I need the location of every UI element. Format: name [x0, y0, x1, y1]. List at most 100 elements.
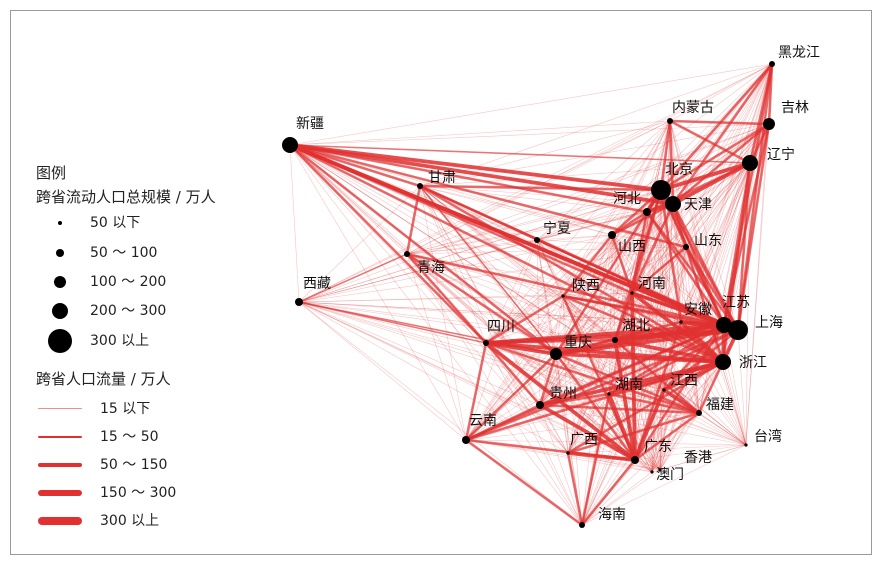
legend-size-label: 100 ～ 200: [90, 274, 167, 290]
flow-edge-thin: [406, 253, 616, 341]
province-label-shanghai: 上海: [755, 315, 783, 331]
legend-flow-title: 跨省人口流量 / 万人: [36, 370, 171, 388]
flow-edge-thin: [651, 412, 700, 473]
flow-edge-shandong-jiangsu: [684, 245, 726, 327]
flow-edge-thin: [659, 389, 665, 471]
province-label-xizang: 西藏: [303, 276, 331, 292]
flow-edge-beijing-shanxi: [610, 188, 663, 237]
flow-edge-gansu-beijing: [418, 184, 663, 192]
province-label-beijing: 北京: [665, 162, 693, 178]
flow-edge-thin: [659, 63, 773, 471]
province-label-henan: 河南: [638, 276, 666, 292]
province-node-henan: [630, 291, 634, 295]
flow-edge-thin: [298, 301, 541, 406]
flow-edge-thin: [567, 162, 751, 454]
flow-edge-jilin-beijing: [659, 122, 771, 192]
flow-edge-thin: [406, 253, 569, 454]
flow-edge-thin: [631, 292, 700, 414]
legend-flow-line: [38, 408, 82, 409]
flow-edge-sichuan-jiangsu: [484, 323, 726, 345]
flow-edge-thin: [298, 211, 648, 303]
province-label-heilongjiang: 黑龙江: [778, 45, 820, 61]
flow-edge-thin: [419, 185, 564, 297]
flow-edge-thin: [419, 162, 751, 187]
flow-edge-thin: [406, 211, 648, 255]
flow-edge-thin: [406, 253, 661, 471]
flow-edge-thin: [485, 342, 583, 526]
flow-edge-thin: [298, 301, 616, 341]
flow-edge-xinjiang-sichuan: [288, 143, 488, 345]
province-label-hubei: 湖北: [622, 318, 650, 334]
flow-edge-hunan-jiangsu: [607, 323, 726, 396]
province-node-gansu: [417, 183, 423, 189]
flow-edge-thin: [634, 459, 661, 471]
flow-edge-chongqing-guizhou: [538, 352, 558, 407]
flow-edge-thin: [406, 203, 674, 255]
flow-edge-thin: [722, 361, 747, 446]
legend-flow-line: [38, 436, 82, 438]
province-node-zhejiang: [715, 354, 731, 370]
flow-edge-guangxi-zhejiang: [566, 360, 725, 455]
legend-size-title: 跨省流动人口总规模 / 万人: [36, 188, 216, 206]
flow-edge-thin: [539, 404, 569, 454]
flow-edge-thin: [298, 301, 610, 395]
legend-flow-item: 300 以上: [36, 510, 266, 532]
flow-edge-thin: [567, 63, 773, 454]
province-node-jilin: [763, 118, 775, 130]
province-node-xizang: [295, 298, 303, 306]
flow-edge-thin: [485, 234, 613, 344]
flow-edge-thin: [289, 144, 661, 471]
flow-edge-thin: [536, 211, 648, 241]
flow-edge-qinghai-chongqing: [405, 252, 558, 356]
flow-edge-thin: [723, 324, 747, 446]
province-label-liaoning: 辽宁: [767, 146, 795, 163]
flow-edge-thin: [406, 253, 636, 461]
province-label-shandong: 山东: [694, 233, 722, 249]
flow-edge-shaanxi-guangdong: [561, 294, 637, 462]
flow-edge-henan-shandong: [630, 245, 688, 295]
province-node-shanxi: [608, 231, 616, 239]
flow-edge-anhui-guangdong: [633, 320, 683, 462]
flow-edge-guizhou-guangdong: [538, 403, 637, 462]
flow-edge-thin: [536, 239, 583, 526]
legend-size-item: 300 以上: [36, 329, 266, 353]
flow-edge-fujian-zhejiang: [697, 360, 725, 415]
legend-flow-item: 15 以下: [36, 398, 266, 420]
flow-edge-hebei-jiangsu: [645, 210, 726, 327]
flow-edge-thin: [536, 234, 613, 241]
province-node-hainan: [579, 522, 585, 528]
flow-edge-thin: [485, 123, 770, 344]
flow-edge-thin: [419, 185, 636, 461]
flow-edge-thin: [562, 292, 633, 297]
flow-edge-jilin-shanghai: [736, 122, 771, 332]
province-node-hebei: [643, 208, 651, 216]
flow-edge-sichuan-fujian: [484, 341, 701, 415]
province-label-guizhou: 贵州: [549, 386, 577, 402]
flow-edge-shandong-zhejiang: [684, 245, 725, 364]
flow-edge-thin: [419, 185, 613, 236]
flow-edge-qinghai-sichuan: [405, 252, 488, 345]
legend-flow-label: 15 ～ 50: [100, 429, 159, 445]
flow-edge-fujian-guangdong: [633, 411, 701, 462]
flow-edge-thin: [567, 189, 662, 454]
flow-edge-thin: [289, 120, 671, 146]
flow-edge-guangxi-hainan: [566, 451, 584, 527]
flow-edge-thin: [737, 329, 747, 446]
province-label-yunnan: 云南: [469, 413, 497, 429]
flow-edge-shaanxi-shanghai: [561, 294, 740, 332]
flow-edge-thin: [419, 120, 671, 187]
legend-flow-item: 15 ～ 50: [36, 426, 266, 448]
legend-flow-label: 300 以上: [100, 513, 160, 529]
flow-edge-thin: [614, 63, 773, 341]
province-node-fujian: [696, 410, 702, 416]
flow-edge-thin: [646, 120, 671, 213]
legend-size-dot: [56, 249, 64, 257]
flow-edge-thin: [669, 120, 739, 331]
flow-edge-thin: [536, 123, 770, 241]
legend-size-label: 200 ～ 300: [90, 303, 167, 319]
flow-edge-thin: [581, 412, 700, 526]
flow-edge-thin: [631, 123, 770, 294]
flow-edge-shaanxi-zhejiang: [561, 294, 725, 364]
flow-edge-thin: [298, 185, 421, 303]
